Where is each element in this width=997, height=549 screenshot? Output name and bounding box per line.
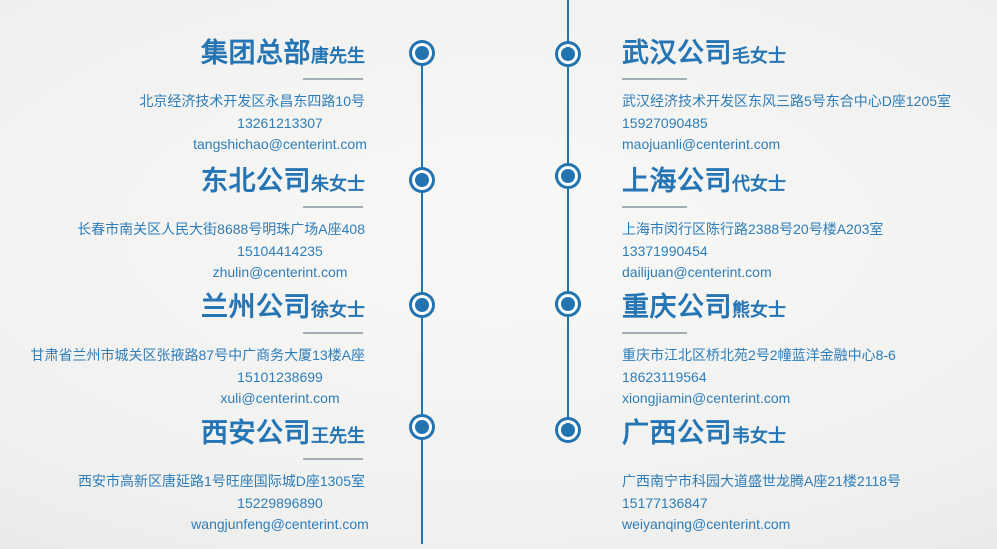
contact-entry: 集团总部唐先生 北京经济技术开发区永昌东四路10号 13261213307 ta…	[20, 38, 420, 156]
entry-heading: 集团总部唐先生	[20, 38, 420, 73]
contact-entry: 重庆公司熊女士 重庆市江北区桥北苑2号2幢蓝洋金融中心8-6 186231195…	[622, 292, 972, 410]
email-link[interactable]: xiongjiamin@centerint.com	[622, 390, 791, 406]
heading-underline	[622, 78, 687, 80]
address-text: 武汉经济技术开发区东风三路5号东合中心D座1205室	[622, 93, 952, 109]
email-link[interactable]: zhulin@centerint.com	[212, 264, 348, 280]
address-text: 北京经济技术开发区永昌东四路10号	[139, 93, 365, 109]
email-link[interactable]: tangshichao@centerint.com	[193, 136, 367, 152]
company-name: 重庆公司	[622, 292, 732, 322]
contact-entry: 广西公司韦女士 广西南宁市科园大道盛世龙腾A座21楼2118号 15177136…	[622, 418, 972, 536]
company-name: 西安公司	[201, 418, 311, 448]
address-text: 西安市高新区唐延路1号旺座国际城D座1305室	[77, 473, 365, 489]
address-text: 上海市闵行区陈行路2388号20号楼A203室	[622, 221, 884, 237]
company-name: 上海公司	[622, 166, 732, 196]
address-text: 重庆市江北区桥北苑2号2幢蓝洋金融中心8-6	[622, 347, 896, 363]
address-text: 甘肃省兰州市城关区张掖路87号中广商务大厦13楼A座	[30, 347, 365, 363]
company-name: 武汉公司	[622, 38, 732, 68]
phone-text: 15104414235	[237, 242, 323, 259]
phone-text: 15927090485	[622, 114, 708, 131]
timeline-node-icon	[415, 298, 429, 312]
contact-entry: 武汉公司毛女士 武汉经济技术开发区东风三路5号东合中心D座1205室 15927…	[622, 38, 972, 156]
entry-heading: 东北公司朱女士	[20, 166, 420, 201]
timeline-line-right	[567, 0, 569, 430]
heading-underline	[303, 332, 363, 334]
timeline-node-icon	[415, 46, 429, 60]
contact-entry: 兰州公司徐女士 甘肃省兰州市城关区张掖路87号中广商务大厦13楼A座 15101…	[20, 292, 420, 410]
heading-underline	[622, 332, 687, 334]
phone-text: 15177136847	[622, 494, 708, 511]
email-link[interactable]: wangjunfeng@centerint.com	[191, 516, 369, 532]
entry-heading: 重庆公司熊女士	[622, 292, 972, 327]
entry-heading: 西安公司王先生	[20, 418, 420, 453]
phone-text: 15101238699	[237, 368, 323, 385]
contact-person: 王先生	[311, 426, 365, 446]
contact-person: 朱女士	[311, 174, 365, 194]
heading-underline	[622, 206, 687, 208]
company-name: 广西公司	[622, 418, 732, 448]
contact-person: 徐女士	[311, 300, 365, 320]
heading-underline	[303, 78, 363, 80]
timeline-node-icon	[415, 173, 429, 187]
entry-heading: 上海公司代女士	[622, 166, 972, 201]
email-link[interactable]: dailijuan@centerint.com	[622, 264, 772, 280]
timeline-node-icon	[561, 297, 575, 311]
entry-heading: 广西公司韦女士	[622, 418, 972, 453]
timeline-node-icon	[561, 47, 575, 61]
contact-person: 唐先生	[311, 46, 365, 66]
company-name: 集团总部	[201, 38, 311, 68]
contact-person: 韦女士	[732, 426, 786, 446]
email-link[interactable]: maojuanli@centerint.com	[622, 136, 781, 152]
company-name: 东北公司	[201, 166, 311, 196]
heading-underline	[303, 206, 363, 208]
entry-heading: 兰州公司徐女士	[20, 292, 420, 327]
contact-person: 代女士	[732, 174, 786, 194]
timeline-node-icon	[561, 169, 575, 183]
entry-heading: 武汉公司毛女士	[622, 38, 972, 73]
phone-text: 15229896890	[237, 494, 323, 511]
email-link[interactable]: weiyanqing@centerint.com	[622, 516, 791, 532]
phone-text: 18623119564	[622, 368, 707, 385]
company-name: 兰州公司	[201, 292, 311, 322]
contact-entry: 西安公司王先生 西安市高新区唐延路1号旺座国际城D座1305室 15229896…	[20, 418, 420, 536]
address-text: 长春市南关区人民大街8688号明珠广场A座408	[77, 221, 365, 237]
contact-person: 毛女士	[732, 46, 786, 66]
timeline-node-icon	[415, 420, 429, 434]
phone-text: 13371990454	[622, 242, 708, 259]
contact-person: 熊女士	[732, 300, 786, 320]
phone-text: 13261213307	[237, 114, 323, 131]
contact-entry: 上海公司代女士 上海市闵行区陈行路2388号20号楼A203室 13371990…	[622, 166, 972, 284]
heading-underline	[303, 458, 363, 460]
contact-entry: 东北公司朱女士 长春市南关区人民大街8688号明珠广场A座408 1510441…	[20, 166, 420, 284]
address-text: 广西南宁市科园大道盛世龙腾A座21楼2118号	[622, 473, 902, 489]
timeline-node-icon	[561, 423, 575, 437]
email-link[interactable]: xuli@centerint.com	[220, 390, 340, 406]
